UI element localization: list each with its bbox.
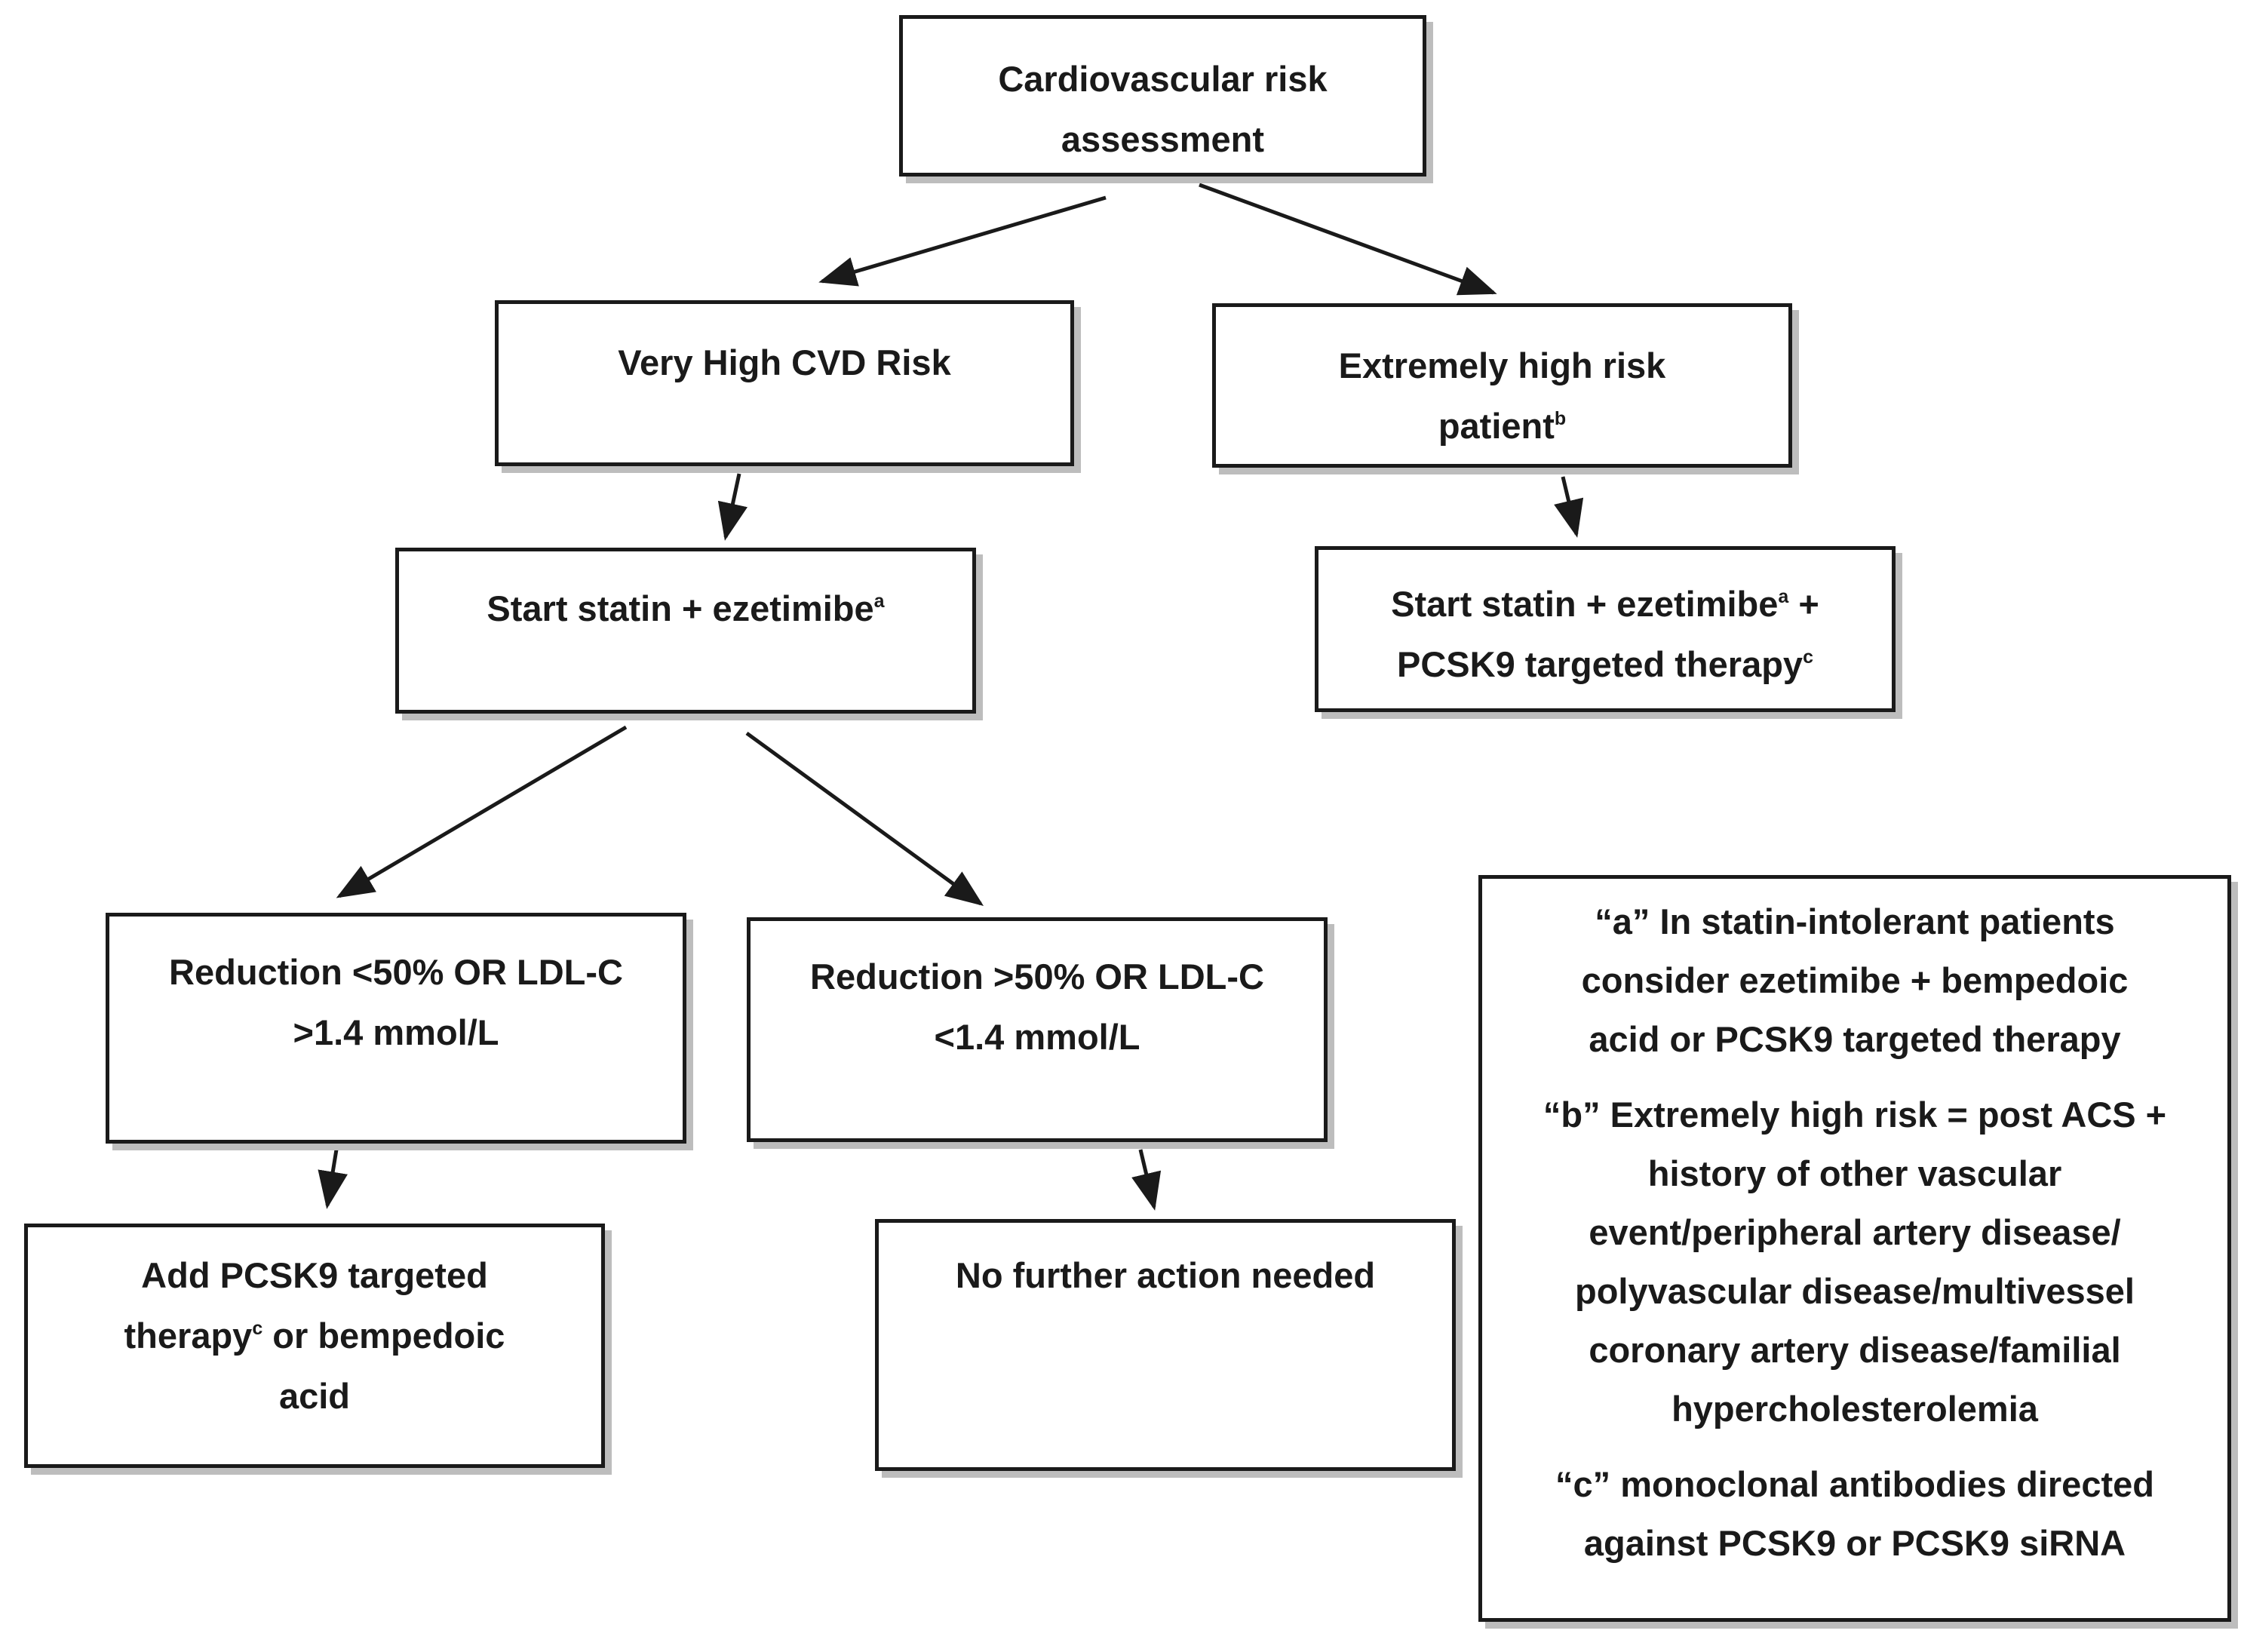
footnote-c-line: “c” monoclonal antibodies directed — [1555, 1464, 2154, 1504]
arrow-assessment-to-extreme — [1199, 183, 1497, 296]
box-extremely-high-risk: Extremely high risk patientb — [1212, 303, 1792, 468]
box-reduction-above-50: Reduction >50% OR LDL-C <1.4 mmol/L — [747, 917, 1328, 1142]
footnote-a-marker: a — [873, 591, 885, 612]
footnote-c-line: against PCSK9 or PCSK9 siRNA — [1583, 1523, 2126, 1563]
reduction-low-line2: >1.4 mmol/L — [293, 1012, 499, 1052]
footnote-c-marker: c — [1803, 646, 1813, 668]
footnote-b-line: coronary artery disease/familial — [1589, 1330, 2121, 1370]
risk-assessment-line2: assessment — [1061, 119, 1265, 159]
very-high-label: Very High CVD Risk — [618, 342, 951, 382]
extreme-line1: Extremely high risk — [1338, 345, 1666, 385]
footnote-b-marker: b — [1554, 408, 1567, 429]
arrow-very-high-to-statin — [717, 473, 747, 541]
reduction-high-line2: <1.4 mmol/L — [934, 1017, 1140, 1057]
box-very-high-cvd-risk: Very High CVD Risk — [495, 300, 1074, 466]
arrow-statin-to-reduction-low — [336, 725, 628, 898]
footnote-a: “a” In statin-intolerant patients consid… — [1582, 892, 2129, 1069]
footnote-a-line: consider ezetimibe + bempedoic — [1581, 960, 2129, 1000]
arrow-reduction-high-to-no-action — [1131, 1149, 1162, 1211]
reduction-low-line1: Reduction <50% OR LDL-C — [169, 952, 623, 992]
box-start-statin-ezetimibe-pcsk9: Start statin + ezetimibea + PCSK9 target… — [1315, 546, 1896, 712]
arrow-assessment-to-very-high — [818, 195, 1107, 287]
add-pcsk9-line2: therapyc or bempedoic — [124, 1316, 505, 1356]
no-action-label: No further action needed — [955, 1255, 1376, 1295]
box-start-statin-ezetimibe: Start statin + ezetimibea — [395, 548, 976, 714]
footnote-a-marker: a — [1778, 586, 1789, 607]
box-no-further-action: No further action needed — [875, 1219, 1456, 1471]
footnotes-box: “a” In statin-intolerant patients consid… — [1478, 875, 2231, 1622]
risk-assessment-line1: Cardiovascular risk — [998, 59, 1328, 99]
footnote-b-line: event/peripheral artery disease/ — [1589, 1212, 2121, 1252]
footnote-b-line: history of other vascular — [1647, 1153, 2062, 1193]
arrow-extreme-to-statin-pcsk9 — [1554, 476, 1584, 538]
footnote-b-line: “b” Extremely high risk = post ACS + — [1543, 1095, 2167, 1135]
statin-left-line1: Start statin + ezetimibea — [487, 588, 885, 628]
footnote-a-line: “a” In statin-intolerant patients — [1595, 901, 2115, 941]
add-pcsk9-line3: acid — [278, 1376, 351, 1416]
extreme-line2: patientb — [1438, 406, 1567, 446]
box-reduction-below-50: Reduction <50% OR LDL-C >1.4 mmol/L — [106, 913, 686, 1144]
footnote-b-line: polyvascular disease/multivessel — [1575, 1271, 2135, 1311]
reduction-high-line1: Reduction >50% OR LDL-C — [810, 957, 1264, 996]
footnote-c: “c” monoclonal antibodies directed again… — [1555, 1455, 2154, 1573]
add-pcsk9-line1: Add PCSK9 targeted — [141, 1255, 488, 1295]
arrow-statin-to-reduction-high — [745, 731, 984, 906]
statin-right-line1: Start statin + ezetimibea + — [1391, 584, 1819, 624]
box-add-pcsk9: Add PCSK9 targeted therapyc or bempedoic… — [24, 1224, 605, 1468]
footnote-a-line: acid or PCSK9 targeted therapy — [1589, 1019, 2121, 1059]
footnote-c-marker: c — [252, 1318, 263, 1339]
statin-right-line2: PCSK9 targeted therapyc — [1397, 644, 1813, 684]
arrow-reduction-low-to-add-pcsk9 — [318, 1149, 348, 1209]
footnote-b: “b” Extremely high risk = post ACS + his… — [1543, 1085, 2166, 1439]
box-risk-assessment: Cardiovascular risk assessment — [899, 15, 1426, 177]
footnote-b-line: hypercholesterolemia — [1671, 1389, 2038, 1429]
